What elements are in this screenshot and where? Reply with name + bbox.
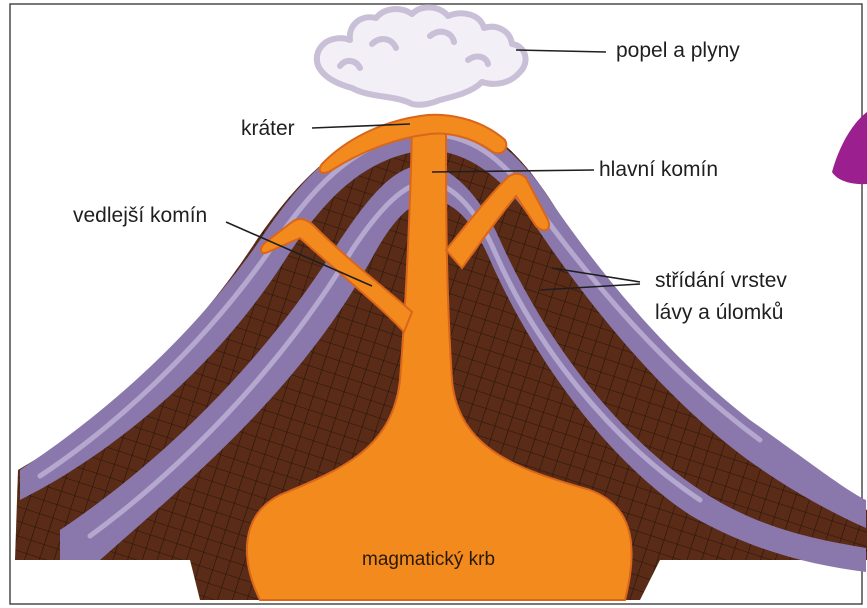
ash-cloud [317,7,526,104]
label-ash-and-gases: popel a plyny [616,38,740,64]
leader-ash [516,50,606,52]
label-main-vent: hlavní komín [599,157,718,183]
label-magma-chamber: magmatický krb [362,548,495,572]
label-layers-line2: lávy a úlomků [655,300,783,326]
label-layers-line1: střídání vrstev [655,268,787,294]
label-crater: kráter [241,116,295,142]
accent-blob [832,112,867,184]
label-side-vent: vedlejší komín [73,203,207,229]
